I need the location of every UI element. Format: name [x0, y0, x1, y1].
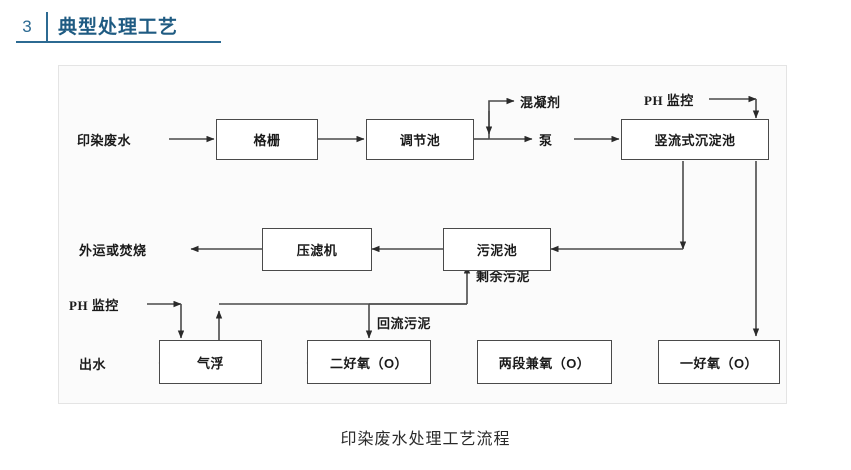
label-excess-sludge: 剩余污泥: [476, 269, 531, 284]
section-header: 3 典型处理工艺: [16, 8, 178, 42]
node-first-aerobic[interactable]: 一好氧（O）: [658, 340, 780, 384]
diagram-panel: 印染废水 混凝剂 泵 PH 监控 PH 监控 外运或焚烧 剩余污泥 回流污泥 出…: [58, 65, 787, 404]
label-coagulant: 混凝剂: [520, 95, 561, 110]
label-haul-or-burn: 外运或焚烧: [79, 243, 147, 258]
node-air-flotation[interactable]: 气浮: [159, 340, 262, 384]
node-sludge-pool[interactable]: 污泥池: [443, 228, 551, 271]
section-number: 3: [22, 17, 32, 36]
node-grille[interactable]: 格栅: [216, 119, 318, 160]
node-vertical-settling-tank[interactable]: 竖流式沉淀池: [621, 119, 769, 160]
page-title: 典型处理工艺: [58, 17, 179, 38]
label-return-sludge: 回流污泥: [377, 316, 432, 331]
label-influent: 印染废水: [77, 133, 132, 148]
label-ph-monitor-top: PH 监控: [644, 93, 694, 108]
header-divider: [46, 12, 48, 42]
node-regulating-tank[interactable]: 调节池: [366, 119, 474, 160]
header-underline: [16, 41, 221, 43]
label-pump: 泵: [539, 133, 553, 148]
node-second-aerobic[interactable]: 二好氧（O）: [307, 340, 431, 384]
label-effluent: 出水: [79, 357, 107, 372]
label-ph-monitor-bottom: PH 监控: [69, 298, 119, 313]
node-two-stage-anoxic[interactable]: 两段兼氧（O）: [477, 340, 612, 384]
node-filter-press[interactable]: 压滤机: [262, 228, 372, 271]
figure-caption: 印染废水处理工艺流程: [340, 431, 511, 448]
